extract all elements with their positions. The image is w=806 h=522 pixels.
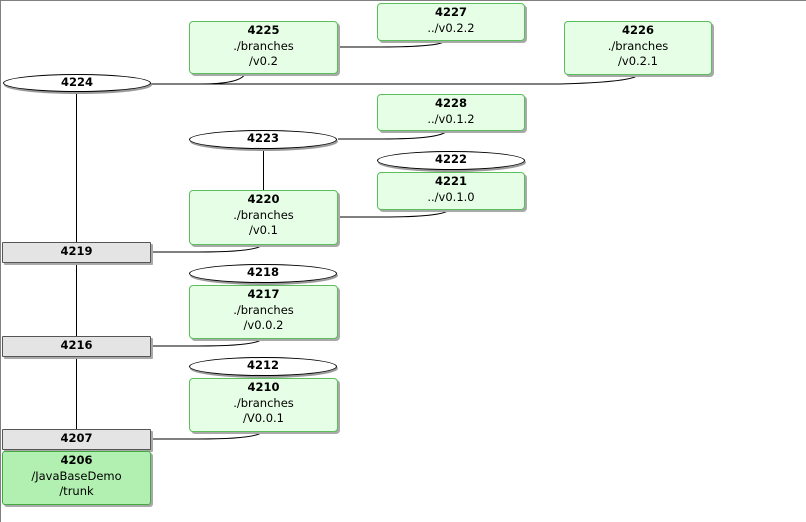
revision-number: 4223 <box>246 131 279 145</box>
branch-node-4210[interactable]: 4210./branches/V0.0.1 <box>189 378 338 432</box>
revision-number: 4217 <box>247 287 280 301</box>
frame-left-border <box>0 0 1 522</box>
branch-path-line: /trunk <box>59 484 94 498</box>
trunk-root-node-4206[interactable]: 4206/JavaBaseDemo/trunk <box>2 451 151 505</box>
revision-number: 4212 <box>246 358 279 372</box>
revision-number: 4228 <box>434 96 467 110</box>
revision-number: 4207 <box>60 431 93 445</box>
branch-path-line: ../v0.1.2 <box>427 111 475 126</box>
edge-4224-4226 <box>150 74 639 85</box>
revision-number: 4216 <box>60 338 93 352</box>
branch-path-line: /v0.2 <box>249 54 278 68</box>
revision-number: 4206 <box>60 453 93 467</box>
revision-number: 4221 <box>434 174 467 188</box>
branch-node-4225[interactable]: 4225./branches/v0.2 <box>189 21 338 74</box>
branch-path-line: ./branches <box>607 38 669 53</box>
revision-number: 4219 <box>60 244 93 258</box>
branch-node-4221[interactable]: 4221../v0.1.0 <box>377 172 525 210</box>
edge-4225-4227 <box>338 40 446 48</box>
branch-path-line: /V0.0.1 <box>242 411 284 425</box>
branch-path-line: /JavaBaseDemo <box>31 468 122 483</box>
revision-number: 4210 <box>247 380 280 394</box>
edge-4216-4217 <box>150 338 263 347</box>
revision-node-4212[interactable]: 4212 <box>189 357 337 376</box>
branch-node-4227[interactable]: 4227../v0.2.2 <box>377 3 525 41</box>
frame-top-border <box>0 0 806 1</box>
revision-node-4224[interactable]: 4224 <box>3 74 151 92</box>
revision-number: 4226 <box>621 23 654 37</box>
branch-path-line: /v0.2.1 <box>618 54 658 68</box>
revision-number: 4224 <box>60 75 93 89</box>
branch-path-line: ../v0.1.0 <box>427 189 475 204</box>
branch-node-4220[interactable]: 4220./branches/v0.1 <box>189 190 338 245</box>
branch-path-line: ../v0.2.2 <box>427 20 475 35</box>
edge-4207-4210 <box>150 431 263 440</box>
branch-path-line: ./branches <box>233 302 294 317</box>
edge-4224-4225 <box>150 73 246 85</box>
revision-node-4219[interactable]: 4219 <box>2 242 151 263</box>
revision-node-4216[interactable]: 4216 <box>2 336 151 357</box>
revision-number: 4225 <box>247 23 280 37</box>
revision-node-4223[interactable]: 4223 <box>189 130 337 149</box>
branch-node-4226[interactable]: 4226./branches/v0.2.1 <box>564 21 712 75</box>
branch-path-line: /v0.1 <box>249 223 278 237</box>
edge-4220-4221 <box>338 209 450 218</box>
edge-4219-4220 <box>150 244 263 253</box>
revision-number: 4222 <box>434 152 467 166</box>
branch-node-4217[interactable]: 4217./branches/v0.0.2 <box>189 285 338 339</box>
edge-4223-4228 <box>338 130 448 140</box>
revision-node-4218[interactable]: 4218 <box>189 264 337 283</box>
revision-node-4222[interactable]: 4222 <box>377 151 525 170</box>
branch-path-line: /v0.0.2 <box>243 318 284 332</box>
revision-number: 4220 <box>247 192 280 206</box>
branch-path-line: ./branches <box>233 207 294 222</box>
revision-node-4207[interactable]: 4207 <box>2 429 151 450</box>
branch-path-line: ./branches <box>233 38 294 53</box>
branch-path-line: ./branches <box>233 395 294 410</box>
branch-node-4228[interactable]: 4228../v0.1.2 <box>377 94 525 131</box>
revision-number: 4218 <box>246 265 279 279</box>
revision-number: 4227 <box>434 5 467 19</box>
